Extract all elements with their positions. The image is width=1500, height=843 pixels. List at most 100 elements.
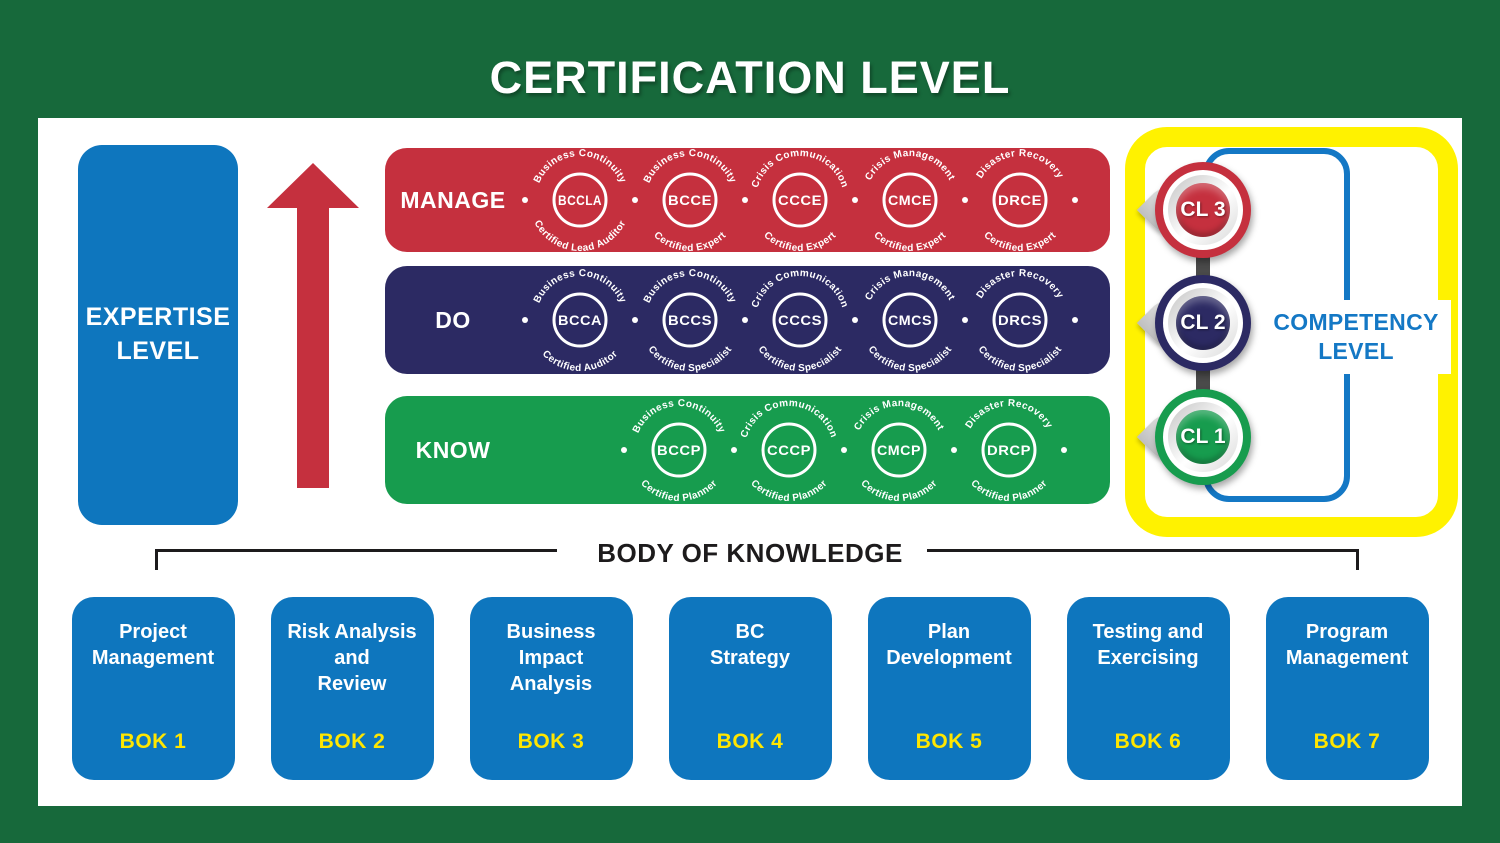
badge-bcce: BCCE Business Continuity Certified Exper… [642,148,738,254]
badge-code: BCCLA [558,192,602,208]
badge-code: CCCE [778,192,822,208]
cl-disc: CL 2 [1176,296,1230,350]
badge-cccp: CCCP Crisis Communication Certified Plan… [739,398,839,504]
badge-code: BCCS [668,312,712,328]
badge-bcca: BCCA Business Continuity Certified Audit… [532,268,628,374]
badge-code: BCCE [668,192,712,208]
badge-top-text: Crisis Management [863,148,957,183]
badge-ring [552,292,608,348]
cl-ring: CL 2 [1163,283,1243,363]
cl-ring-silver: CL 3 [1168,175,1238,245]
badge-bottom-text: Certified Specialist [866,344,955,374]
manage-band-label: MANAGE [400,186,506,213]
cl-disc: CL 3 [1176,183,1230,237]
badge-bottom-text: Certified Expert [652,230,729,254]
badge-bottom-text: Certified Planner [858,478,939,504]
separator-dot [521,197,529,203]
cl-1-label: CL 1 [1180,425,1226,448]
badge-top-text: Crisis Communication [750,268,850,310]
badge-ring [882,292,938,348]
bok-box-5: Plan Development BOK 5 [867,597,1031,780]
badge-bottom-text: Certified Expert [982,230,1059,254]
separator-dot [741,317,749,323]
badge-top-text: Business Continuity [642,268,738,305]
badge-code: CMCE [888,192,932,208]
cl-3-label: CL 3 [1180,198,1226,221]
badge-top-text: Crisis Management [852,398,946,433]
separator-dot [741,197,749,203]
badge-bottom-text: Certified Planner [638,478,719,504]
cl-ring-silver: CL 1 [1168,402,1238,472]
badge-code: CCCP [767,442,811,458]
cl-3-marker: CL 3 [1155,162,1251,258]
separator-dot [961,317,969,323]
manage-band: MANAGE BCCLA Business Continuity Certifi… [385,148,1110,254]
badge-bccs: BCCS Business Continuity Certified Speci… [642,268,738,374]
badge-cmcs: CMCS Crisis Management Certified Special… [863,268,957,374]
badge-code: DRCP [987,442,1031,458]
bok-tag: BOK 1 [119,730,187,753]
badge-top-text: Business Continuity [631,398,727,435]
badge-ring [772,292,828,348]
competency-level-label: COMPETENCY LEVEL [1261,300,1451,374]
badge-top-text: Crisis Management [863,268,957,303]
bok-title: BC Strategy [709,621,791,669]
badge-cmce: CMCE Crisis Management Certified Expert [863,148,957,254]
badge-top-text: Disaster Recovery [975,148,1066,181]
separator-dot [840,447,848,453]
badge-bottom-text: Certified Planner [748,478,829,504]
separator-dot [950,447,958,453]
badge-top-text: Business Continuity [642,148,738,185]
up-arrow-shaft [297,206,329,488]
bok-box-2: Risk Analysis and Review BOK 2 [270,597,434,780]
badge-bccla: BCCLA Business Continuity Certified Lead… [531,148,628,254]
separator-dot [851,197,859,203]
bok-title: Project Management [91,621,215,669]
badge-code: CMCS [888,312,932,328]
bok-row: Project Management BOK 1 Risk Analysis a… [38,597,1462,780]
badge-bottom-text: Certified Lead Auditor [531,218,628,254]
page-title: CERTIFICATION LEVEL [489,52,1011,103]
badge-top-text: Business Continuity [532,268,628,305]
know-band: KNOW BCCP Business Continuity Certified … [385,396,1110,504]
badge-bottom-text: Certified Specialist [646,344,735,374]
cl-ring: CL 1 [1163,397,1243,477]
badge-code: DRCS [998,312,1042,328]
separator-dot [1071,197,1079,203]
badge-ring [871,422,927,478]
body-of-knowledge-heading: BODY OF KNOWLEDGE [597,538,903,568]
bok-bracket-tick-left [155,549,158,570]
cl-2-marker: CL 2 [1155,275,1251,371]
up-arrow-head [267,163,359,208]
cl-disc: CL 1 [1176,410,1230,464]
badge-ring [882,172,938,228]
bok-bracket-tick-right [1356,549,1359,570]
badge-top-text: Crisis Communication [750,148,850,190]
expertise-level-label: EXPERTISE LEVEL [85,303,231,365]
do-band: DO BCCA Business Continuity Certified Au… [385,266,1110,374]
bok-box-7: Program Management BOK 7 [1265,597,1429,780]
bok-title: Program Management [1285,621,1409,669]
bok-tag: BOK 7 [1313,730,1381,753]
bok-box-6: Testing and Exercising BOK 6 [1066,597,1230,780]
badge-top-text: Disaster Recovery [964,398,1055,431]
bok-bracket-line-left [155,549,557,552]
bok-tag: BOK 3 [517,730,585,753]
bok-title: Testing and Exercising [1092,621,1204,669]
separator-dot [620,447,628,453]
expertise-level-box: EXPERTISE LEVEL [78,145,238,525]
badge-bottom-text: Certified Expert [762,230,839,254]
badge-ring [772,172,828,228]
badge-drce: DRCE Disaster Recovery Certified Expert [975,148,1066,254]
separator-dot [1071,317,1079,323]
separator-dot [1060,447,1068,453]
know-band-label: KNOW [415,436,491,463]
separator-dot [631,197,639,203]
badge-code: CMCP [877,442,921,458]
badge-ccce: CCCE Crisis Communication Certified Expe… [750,148,850,254]
bok-bracket-line-right [927,549,1359,552]
bok-tag: BOK 4 [716,730,784,753]
cl-ring-silver: CL 2 [1168,288,1238,358]
badge-bottom-text: Certified Expert [872,230,949,254]
